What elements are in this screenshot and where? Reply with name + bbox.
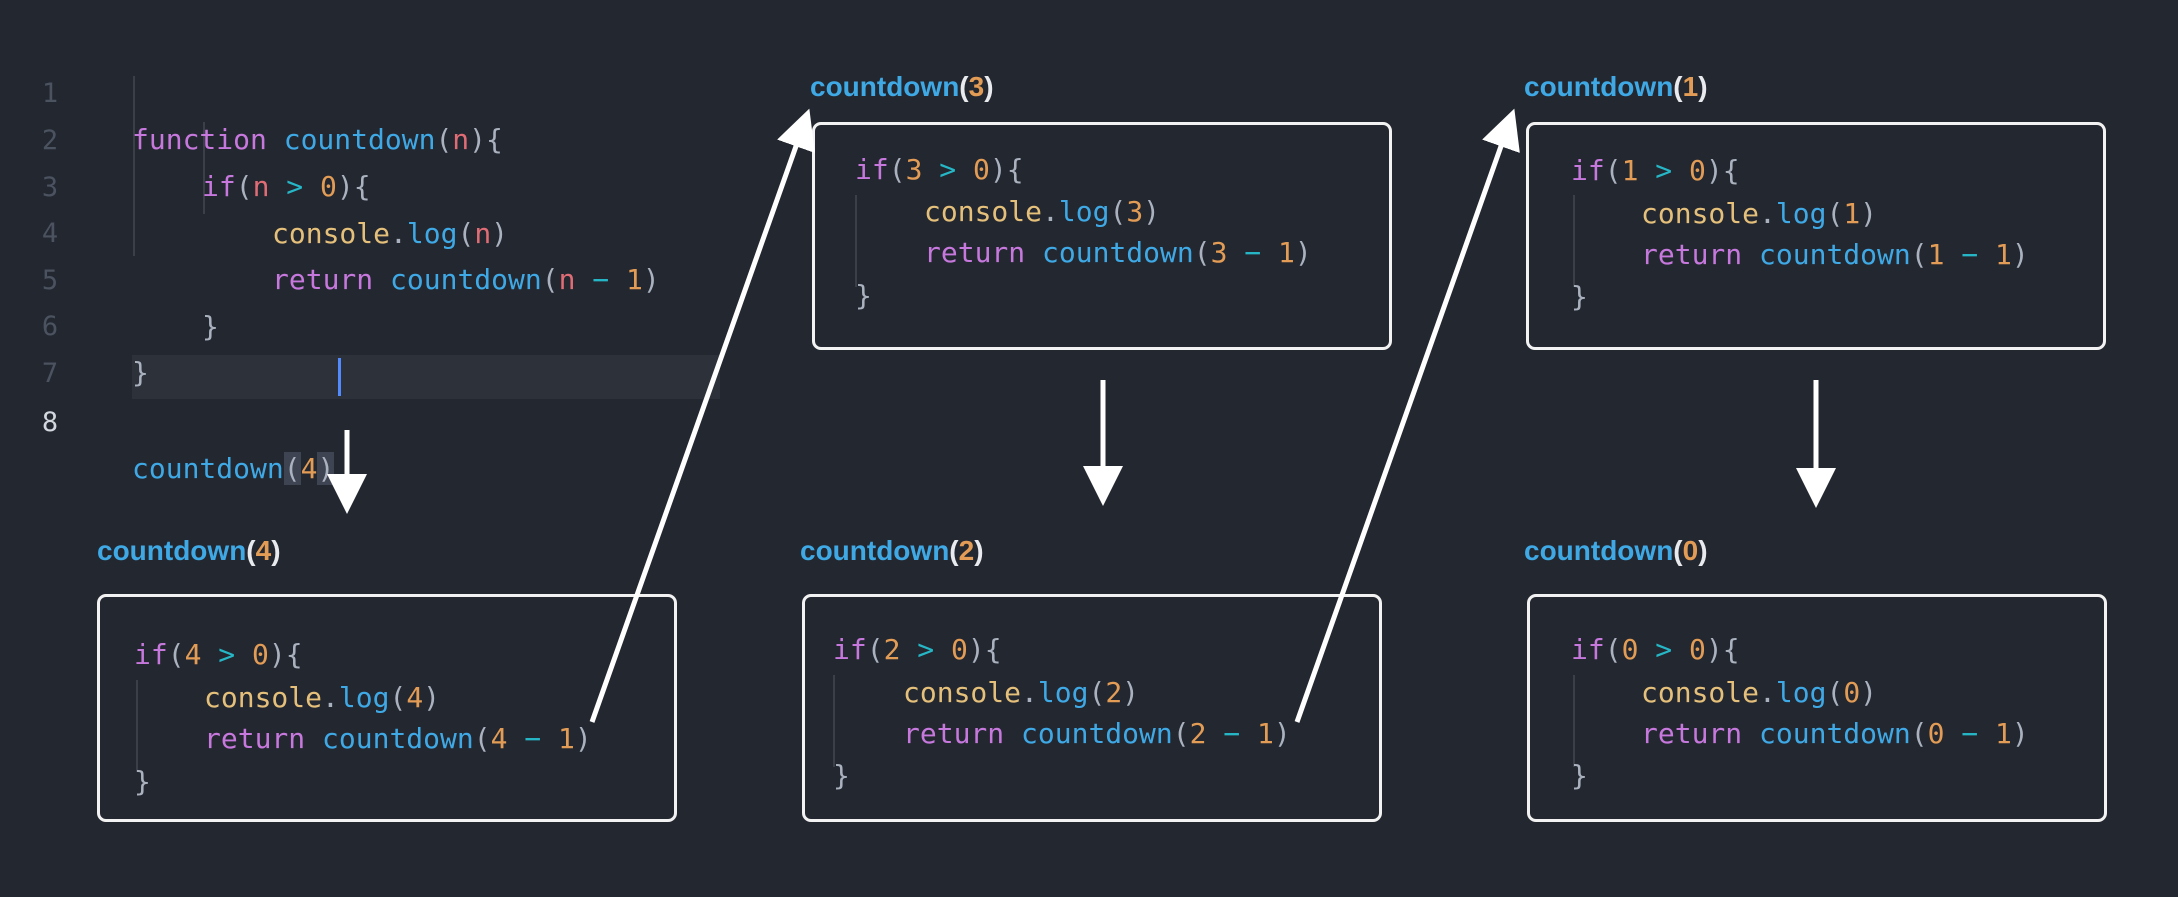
function-name: countdown [283, 123, 436, 156]
indent-guide [203, 122, 205, 214]
frame-line-log: console.log(4) [204, 681, 441, 714]
frame-line-if: if(3 > 0){ [855, 153, 1024, 186]
frame-line-if: if(1 > 0){ [1571, 154, 1740, 187]
line-number: 7 [41, 358, 59, 389]
frame-line-return: return countdown(3 − 1) [924, 236, 1312, 269]
line-number: 2 [41, 125, 59, 156]
frame-line-close: } [1571, 280, 1588, 313]
line-number: 1 [41, 78, 59, 109]
code-line-7: 7 [0, 305, 720, 389]
frame-label-countdown-3: countdown(3) [810, 71, 994, 102]
arrow-frame-2-to-frame-1 [1294, 108, 1520, 723]
frame-line-log: console.log(0) [1641, 676, 1878, 709]
number-one: 1 [626, 263, 643, 296]
indent-guide [1573, 195, 1575, 287]
frame-line-if: if(0 > 0){ [1571, 633, 1740, 666]
indent-guide [855, 195, 857, 287]
text-cursor [338, 358, 341, 396]
line-number: 4 [41, 218, 59, 249]
operator-gt: > [286, 170, 304, 203]
frame-line-close: } [134, 765, 151, 798]
arrow-frame-4-to-frame-3 [589, 108, 815, 723]
param-n: n [452, 123, 470, 156]
param-n: n [474, 217, 492, 250]
code-line-6: 6 } [0, 258, 720, 389]
code-editor[interactable]: 1 function countdown(n){ 2 if(n > 0){ 3 … [0, 0, 720, 485]
keyword-return: return [272, 263, 374, 296]
number-zero: 0 [320, 170, 337, 203]
line-number: 6 [41, 311, 59, 342]
frame-label-countdown-4: countdown(4) [97, 535, 281, 566]
keyword-function: function [132, 123, 267, 156]
call-frame-countdown-2: if(2 > 0){ console.log(2) return countdo… [802, 594, 1382, 822]
current-line-highlight [132, 355, 720, 399]
code-line-2: 2 if(n > 0){ [0, 72, 720, 203]
indent-guide [133, 76, 135, 256]
frame-line-return: return countdown(1 − 1) [1641, 238, 2029, 271]
frame-label-countdown-1: countdown(1) [1524, 71, 1708, 102]
frame-line-if: if(2 > 0){ [833, 633, 1002, 666]
function-name: countdown [390, 263, 542, 296]
code-line-3: 3 console.log(n) [0, 119, 720, 250]
param-n: n [558, 263, 576, 296]
call-frame-countdown-1: if(1 > 0){ console.log(1) return countdo… [1526, 122, 2106, 350]
frame-line-close: } [833, 759, 850, 792]
frame-line-return: return countdown(2 − 1) [903, 717, 1291, 750]
call-frame-countdown-0: if(0 > 0){ console.log(0) return countdo… [1527, 594, 2107, 822]
param-n: n [252, 170, 270, 203]
indent-guide [833, 675, 835, 767]
frame-line-log: console.log(1) [1641, 197, 1878, 230]
frame-line-if: if(4 > 0){ [134, 638, 303, 671]
console-object: console [272, 217, 391, 250]
code-line-1: 1 function countdown(n){ [0, 25, 720, 156]
frame-line-log: console.log(2) [903, 676, 1140, 709]
frame-line-return: return countdown(0 − 1) [1641, 717, 2029, 750]
line-number: 3 [41, 172, 59, 203]
call-frame-countdown-4: if(4 > 0){ console.log(4) return countdo… [97, 594, 677, 822]
indent-guide [1573, 675, 1575, 767]
frame-line-close: } [1571, 759, 1588, 792]
log-method: log [406, 217, 458, 250]
frame-label-countdown-2: countdown(2) [800, 535, 984, 566]
code-line-4: 4 return countdown(n − 1) [0, 165, 720, 296]
frame-label-countdown-0: countdown(0) [1524, 535, 1708, 566]
call-frame-countdown-3: if(3 > 0){ console.log(3) return countdo… [812, 122, 1392, 350]
code-line-5: 5 } [0, 212, 720, 343]
function-name: countdown [132, 452, 284, 485]
frame-line-close: } [855, 279, 872, 312]
frame-line-log: console.log(3) [924, 195, 1161, 228]
line-number: 5 [41, 265, 59, 296]
line-number: 8 [41, 407, 59, 438]
call-argument: 4 [300, 452, 318, 485]
frame-line-return: return countdown(4 − 1) [204, 722, 592, 755]
keyword-if: if [202, 170, 236, 203]
indent-guide [136, 680, 138, 772]
operator-minus: − [592, 263, 610, 296]
